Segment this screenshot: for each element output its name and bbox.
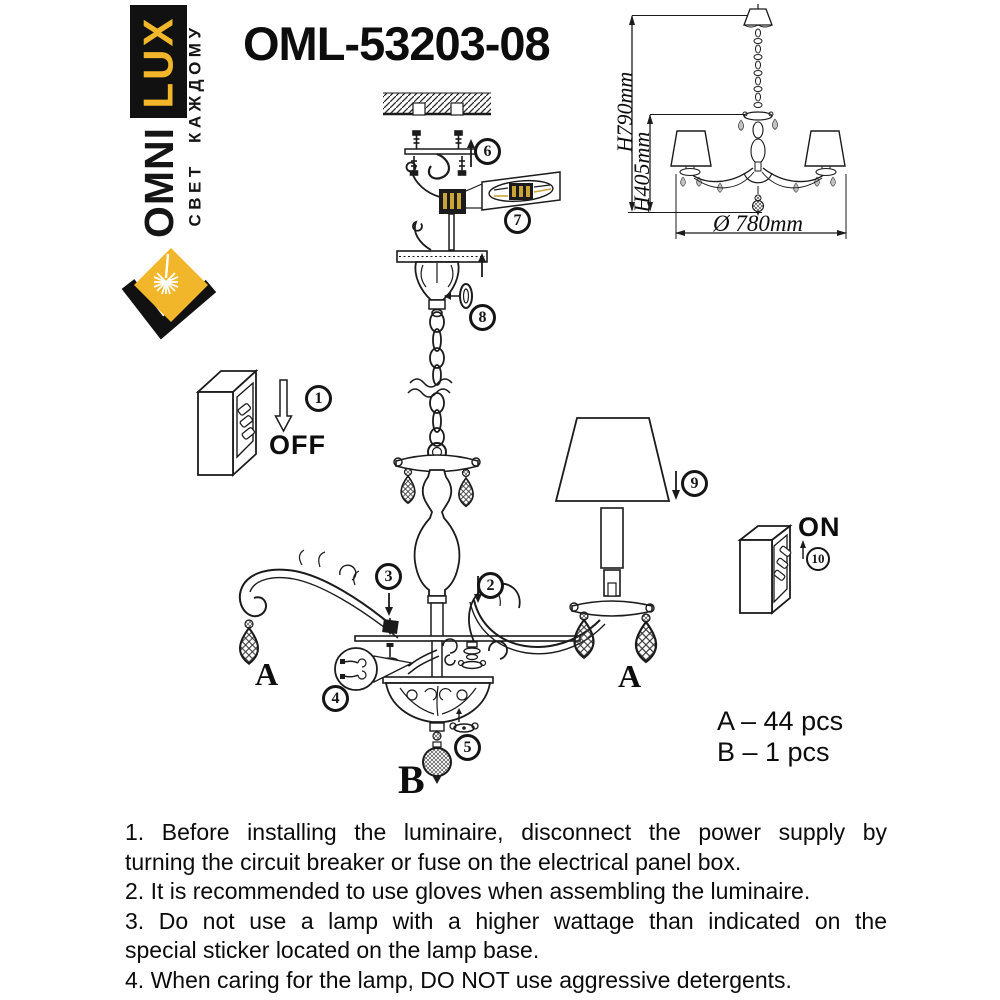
lampshade — [554, 417, 671, 502]
ceiling-hatch — [383, 92, 491, 116]
callout-9: 9 — [681, 470, 708, 497]
callout-8: 8 — [469, 304, 496, 331]
left-arm — [238, 549, 399, 665]
crystal-ball-b — [422, 747, 452, 777]
callout-5: 5 — [454, 734, 481, 761]
callout-6: 6 — [474, 138, 501, 165]
instructions-block: 1. Before installing the luminaire, disc… — [125, 818, 887, 995]
brand-lux-text: LUX — [134, 15, 182, 108]
instruction-line: turning the circuit breaker or fuse on t… — [125, 848, 742, 875]
arrow-up-icon — [478, 253, 486, 277]
instruction-line: 4. When caring for the lamp, DO NOT use … — [125, 966, 792, 993]
parts-list: A – 44 pcs B – 1 pcs — [717, 706, 843, 768]
arrow-up-icon — [800, 540, 806, 559]
callout-3: 3 — [375, 563, 402, 590]
page-title: OML-53203-08 — [243, 17, 551, 70]
arrow-down-icon — [274, 379, 293, 433]
brand-tagline: СВЕТ КАЖДОМУ — [186, 23, 205, 227]
dim-body-height-label: H405mm — [629, 131, 654, 213]
toggle-icon — [237, 403, 256, 440]
screw-icon — [409, 130, 467, 176]
instruction-line: special sticker located on the lamp base… — [125, 937, 540, 963]
callout-7: 7 — [504, 207, 531, 234]
hook-bracket — [404, 130, 482, 180]
hanging-loop — [444, 283, 473, 309]
wire-inset-circle — [334, 647, 415, 691]
mini-lampshade — [804, 130, 846, 167]
toggle-icon — [773, 545, 792, 581]
bottom-bowl — [382, 676, 494, 784]
starburst-icon — [153, 253, 179, 295]
brand-lux-box: LUX — [130, 5, 187, 118]
mini-lampshade — [670, 130, 712, 167]
mini-chandelier — [670, 4, 846, 216]
dim-diameter-label: Ø 780mm — [712, 211, 804, 236]
parts-list-b: B – 1 pcs — [717, 737, 830, 767]
instruction-line: 2. It is recommended to use gloves when … — [125, 878, 811, 904]
breaker-box-on — [737, 524, 793, 615]
dimension-diagram — [628, 4, 847, 239]
brand-diamond-icon — [121, 248, 217, 340]
chain — [407, 311, 453, 462]
callout-1: 1 — [305, 385, 332, 412]
off-label: OFF — [269, 430, 326, 460]
central-column — [354, 454, 581, 694]
crystal-a-label-left: A — [255, 656, 279, 692]
canopy — [396, 220, 488, 318]
terminal-block — [405, 161, 561, 251]
callout-2: 2 — [477, 572, 504, 599]
crystal-b-label: B — [398, 757, 425, 802]
crystal-a-label-right: A — [618, 658, 642, 694]
parts-list-a: A – 44 pcs — [717, 706, 844, 736]
instruction-line: 1. Before installing the luminaire, disc… — [125, 819, 887, 845]
brand-omni-text: OMNI — [136, 126, 183, 238]
callout-10: 10 — [806, 547, 830, 571]
on-label: ON — [798, 512, 841, 542]
breaker-box-off — [195, 368, 259, 478]
arrow-up-icon — [467, 139, 475, 167]
callout-4: 4 — [322, 685, 349, 712]
right-arm — [468, 417, 671, 664]
instruction-line: 3. Do not use a lamp with a higher watta… — [125, 907, 887, 934]
